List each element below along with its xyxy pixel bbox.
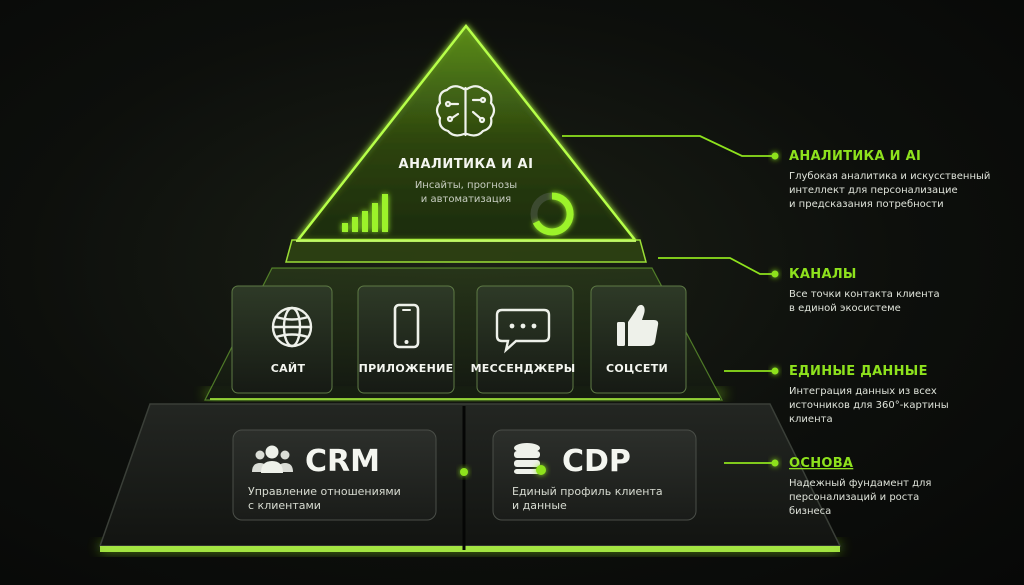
label-data-line-3: клиента [789,414,833,425]
cdp-title: CDP [562,444,631,479]
channel-card-app[interactable]: ПРИЛОЖЕНИЕ [357,285,455,394]
connectors [562,135,772,464]
label-channels: КАНАЛЫ Все точки контакта клиента в един… [789,267,940,314]
brain-circuit-icon [435,85,496,137]
globe-icon [271,306,313,348]
label-data-line-1: Интеграция данных из всех [789,386,937,397]
channel-label-app: ПРИЛОЖЕНИЕ [359,362,454,375]
users-icon [252,445,293,473]
label-channels-line-1: Все точки контакта клиента [789,289,940,300]
channels-tier: САЙТ ПРИЛОЖЕНИЕ МЕССЕНДЖЕРЫ [204,267,725,401]
crm-card: CRM Управление отношениями с клиентами [232,429,437,521]
connector-dot-data [771,367,779,375]
label-data: ЕДИНЫЕ ДАННЫЕ Интеграция данных из всех … [789,364,949,425]
label-data-line-2: источников для 360°-картины [789,400,949,411]
channel-label-site: САЙТ [271,362,306,375]
label-foundation-line-2: персонализаций и роста [789,492,919,503]
channel-card-messengers[interactable]: МЕССЕНДЖЕРЫ [471,285,576,394]
label-foundation-line-1: Надежный фундамент для [789,478,931,489]
connector-dot-foundation [771,459,779,467]
label-data-heading: ЕДИНЫЕ ДАННЫЕ [789,364,928,379]
crm-desc-line-2: с клиентами [248,499,321,512]
channel-card-social[interactable]: СОЦСЕТИ [590,285,687,394]
connector-dot-channels [771,270,779,278]
cdp-desc-line-1: Единый профиль клиента [512,485,663,498]
database-icon [514,443,546,475]
thumbs-up-icon [617,304,659,346]
cdp-card: CDP Единый профиль клиента и данные [492,429,697,521]
label-channels-heading: КАНАЛЫ [789,267,857,282]
label-analytics-line-2: интеллект для персонализацие [789,185,958,196]
connector-dot-analytics [771,152,779,160]
label-foundation-line-3: бизнеса [789,506,831,517]
analytics-subtitle-line-1: Инсайты, прогнозы [415,180,517,191]
crm-desc-line-1: Управление отношениями [248,485,401,498]
cdp-desc-line-2: и данные [512,499,567,512]
foundation-tier: CRM Управление отношениями с клиентами C… [98,403,842,552]
label-analytics-heading: АНАЛИТИКА И AI [789,149,921,164]
chat-bubble-icon [495,308,551,354]
smartphone-icon [393,303,420,349]
analytics-subtitle-line-2: и автоматизация [421,194,511,205]
channel-label-messengers: МЕССЕНДЖЕРЫ [471,362,576,375]
analytics-title: АНАЛИТИКА И AI [399,157,534,172]
bar-chart-icon [342,194,388,232]
label-foundation: ОСНОВА Надежный фундамент для персонализ… [789,456,931,517]
crm-title: CRM [305,444,380,479]
label-analytics-line-3: и предсказания потребности [789,199,944,210]
label-foundation-heading: ОСНОВА [789,456,853,471]
label-channels-line-2: в единой экосистеме [789,303,901,314]
analytics-tier: АНАЛИТИКА И AI Инсайты, прогнозы и автом… [285,23,647,263]
channel-card-site[interactable]: САЙТ [231,285,333,394]
center-node-dot [460,468,468,476]
donut-chart-icon [530,192,574,236]
label-analytics-line-1: Глубокая аналитика и искусственный [789,171,990,182]
label-analytics: АНАЛИТИКА И AI Глубокая аналитика и иску… [789,149,990,210]
channel-label-social: СОЦСЕТИ [606,362,668,375]
